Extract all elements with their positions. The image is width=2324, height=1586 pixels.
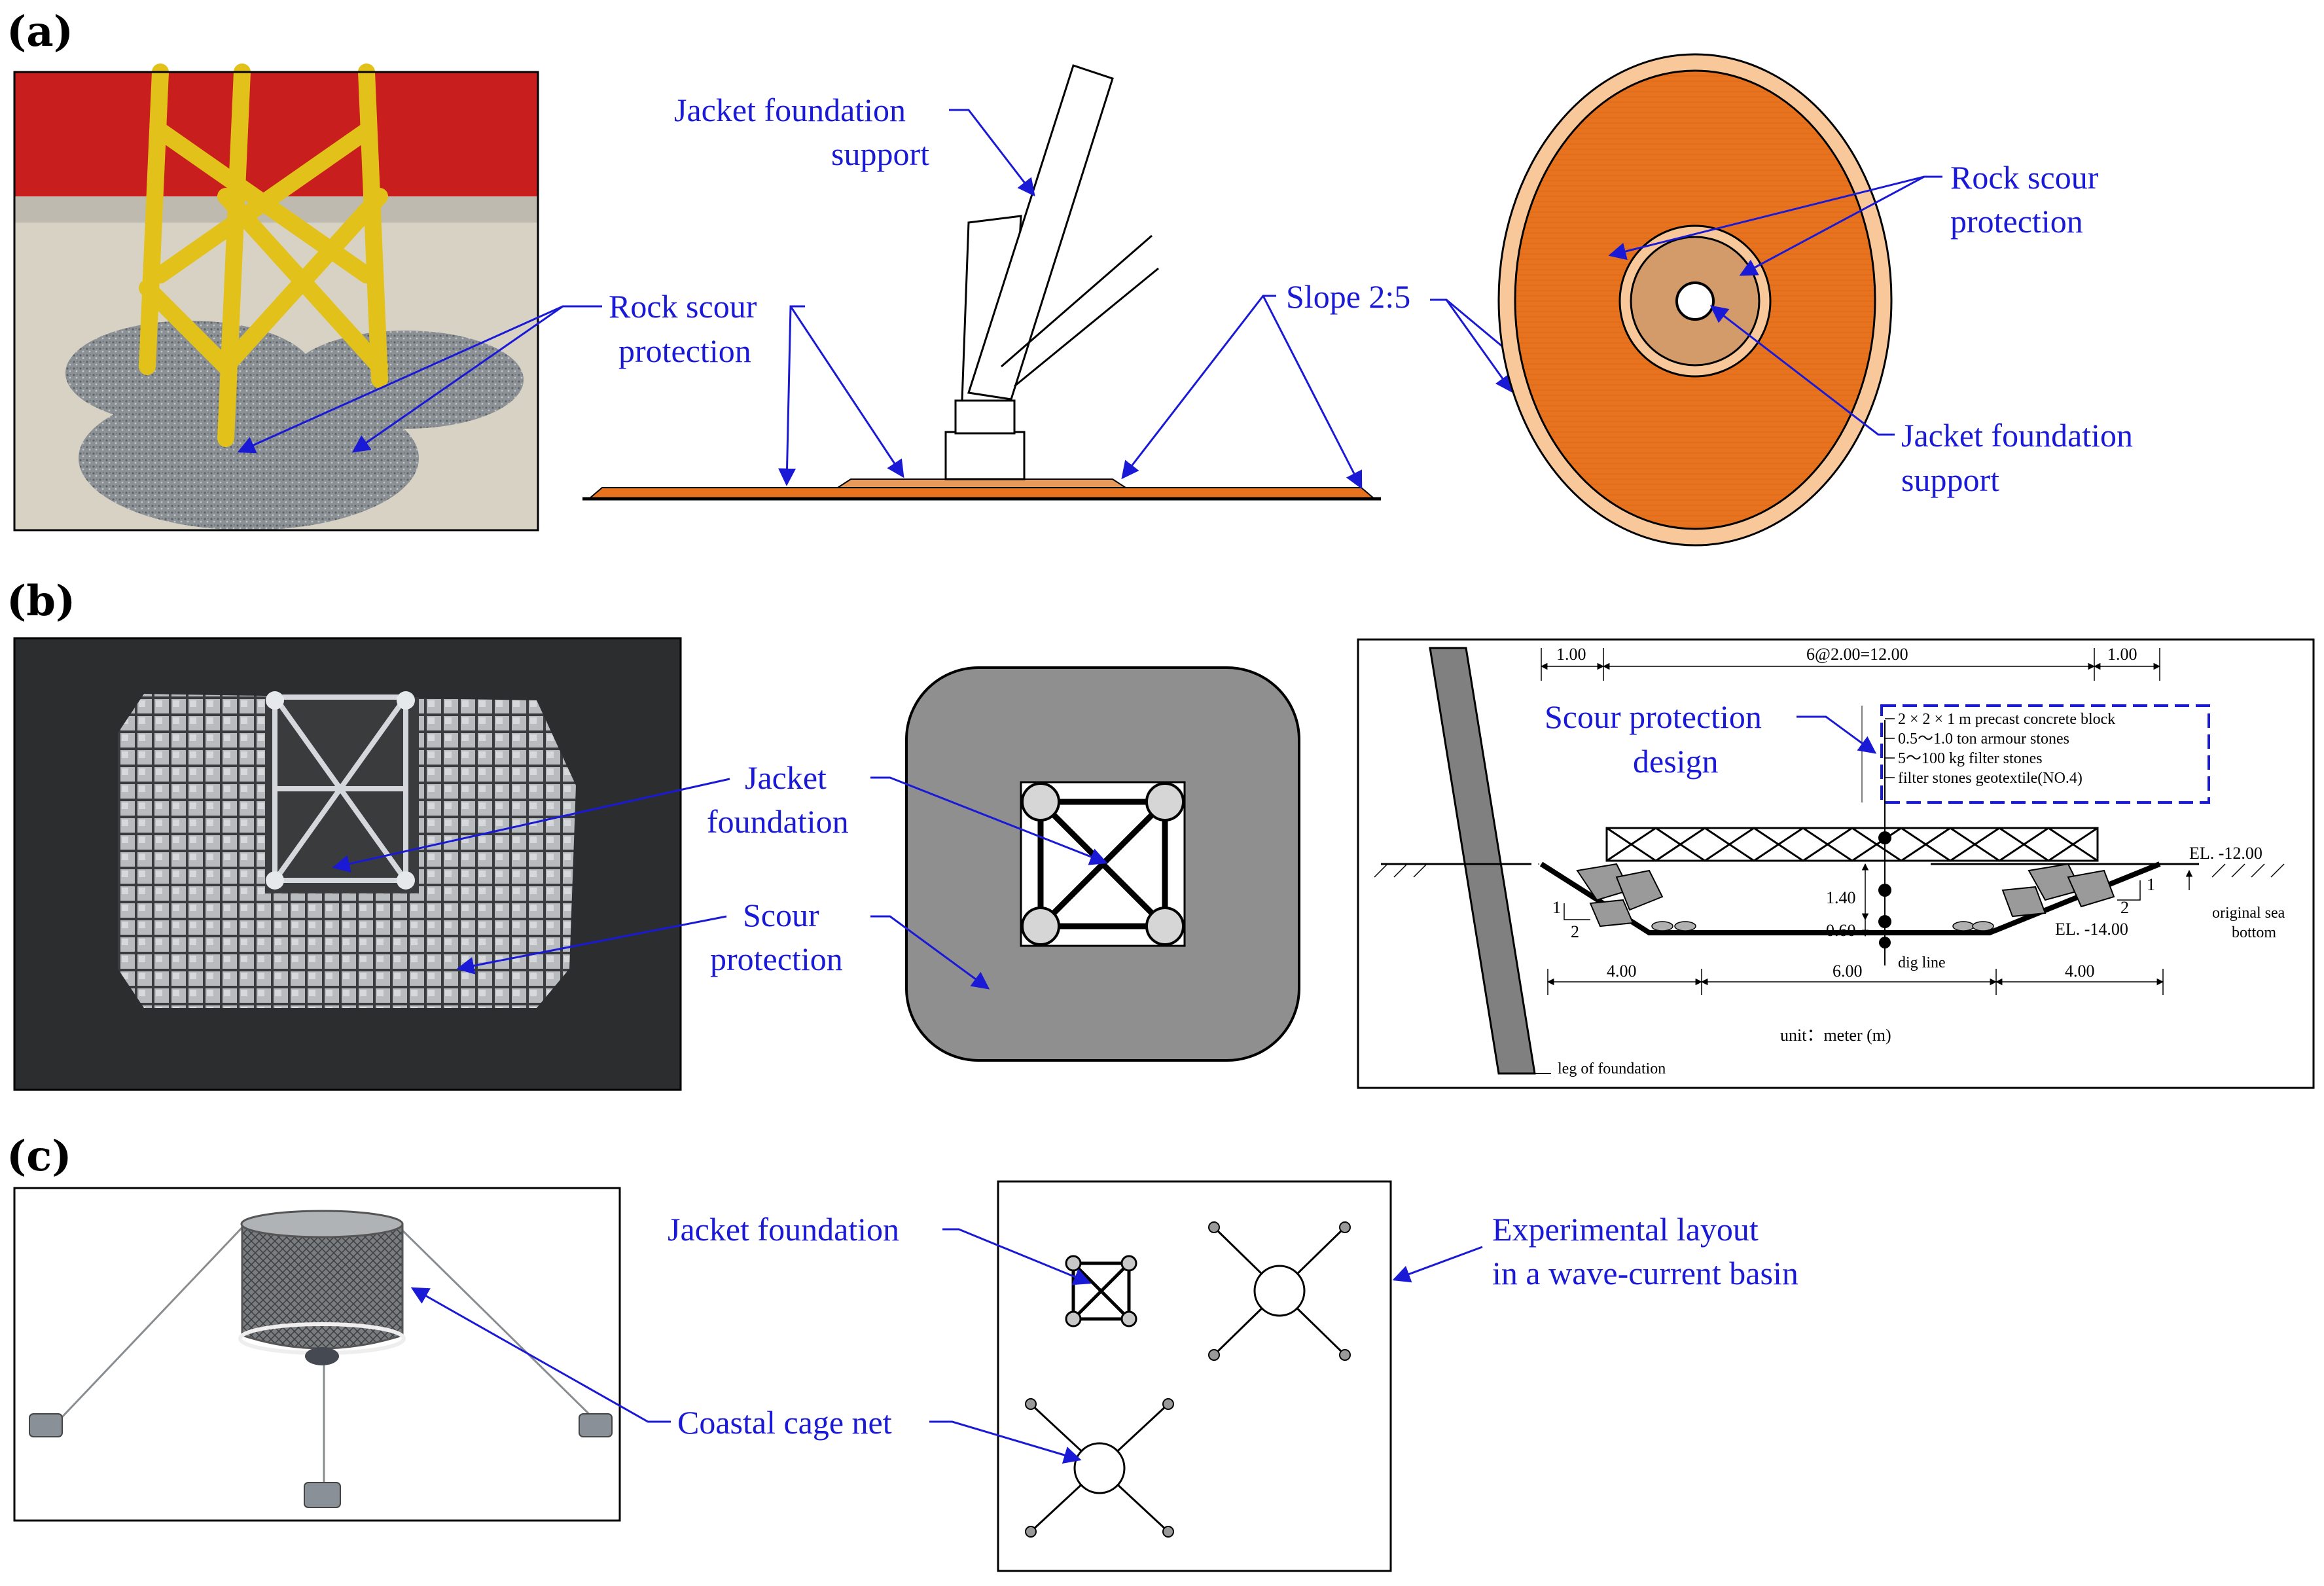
label-c-layout-line1: Experimental layout [1492,1211,1759,1248]
leader-c-cage-layout [929,1420,1082,1464]
section-bottom-left: 4.00 [1607,962,1637,981]
label-c-layout-line2: in a wave-current basin [1492,1255,1798,1291]
label-a-jacket-support-line2: support [831,135,929,172]
section-original-1: original sea [2212,905,2285,922]
leader-b-scour-photo [456,915,727,975]
label-a-slope: Slope 2:5 [1286,278,1410,315]
experimental-layout [997,1180,1392,1572]
leader-a-slope-2 [1262,295,1363,490]
label-a-plan-jacket-line2: support [1901,461,1999,498]
section-h2: 0.60 [1826,921,1856,940]
section-el-bottom: EL. -14.00 [2055,920,2128,939]
label-a-plan-rock-line1: Rock scour [1950,159,2099,196]
rock-scour-plan-view [1497,53,1893,547]
leader-b-scour-plan [870,915,990,990]
section-el-top: EL. -12.00 [2189,844,2262,863]
label-b-design-line1: Scour protection [1545,698,1762,735]
panel-label-b: (b) [7,577,75,626]
section-legend-2: 0.5～1.0 ton armour stones [1898,730,2069,748]
section-dig-line: dig line [1898,954,1946,971]
leader-c-jacket [942,1228,1092,1286]
section-h1: 1.40 [1826,888,1856,907]
label-c-cage: Coastal cage net [677,1404,892,1441]
section-slope-right-1: 1 [2147,875,2155,894]
label-b-jacket-line2: foundation [707,803,849,840]
label-b-jacket-line1: Jacket [745,759,827,796]
label-a-rock-scour-line1: Rock scour [609,288,757,325]
leader-a-plan-rock-2 [1739,175,1925,276]
section-slope-right-2: 2 [2120,898,2129,917]
leader-a-slope-1 [1121,295,1276,480]
section-slope-left-2: 2 [1571,922,1579,941]
section-legend-4: filter stones geotextile(NO.4) [1898,770,2083,787]
section-legend-1: 2 × 2 × 1 m precast concrete block [1898,711,2115,728]
leader-b-design [1797,715,1877,754]
section-leg: leg of foundation [1558,1060,1666,1077]
scour-protection-design-section [1357,638,2315,1089]
section-original-2: bottom [2232,924,2276,941]
section-bottom-mid: 6.00 [1832,962,1863,981]
section-dim-mid: 6@2.00=12.00 [1806,645,1908,664]
leader-a-plan-jacket [1709,305,1895,436]
label-b-scour-line2: protection [710,941,843,977]
jacket-section-view [582,64,1381,501]
leader-a-rock-scour-section [778,305,805,486]
leader-b-jacket-photo [332,778,730,873]
panel-label-c: (c) [7,1132,72,1181]
section-unit: unit：meter (m) [1780,1026,1891,1045]
scour-protection-plan-b [905,666,1300,1062]
label-a-plan-rock-line2: protection [1950,203,2083,240]
label-a-plan-jacket-line1: Jacket foundation [1901,417,2133,454]
leader-a-jacket-support [949,109,1035,197]
leader-c-layout [1392,1246,1483,1283]
section-dim-right: 1.00 [2107,645,2137,664]
photo-jacket-rock-scour [13,63,539,532]
leader-c-cage-render [410,1287,671,1423]
cage-net-render [13,1187,621,1522]
leader-a-rock-scour-section-2 [789,306,904,478]
section-legend-3: 5～100 kg filter stones [1898,750,2043,767]
label-a-rock-scour-line2: protection [618,333,751,369]
panel-label-a: (a) [7,7,73,56]
section-dim-left: 1.00 [1556,645,1586,664]
label-c-jacket: Jacket foundation [668,1211,899,1248]
label-b-design-line2: design [1633,743,1719,780]
leader-a-slope-4 [1445,299,1513,393]
leader-b-jacket-plan [870,776,1108,865]
label-b-scour-line1: Scour [743,897,819,933]
section-bottom-right: 4.00 [2065,962,2095,981]
label-a-jacket-support-line1: Jacket foundation [674,92,906,128]
leader-a-rock-scour-photo-2 [351,305,563,453]
section-slope-left-1: 1 [1552,898,1561,917]
